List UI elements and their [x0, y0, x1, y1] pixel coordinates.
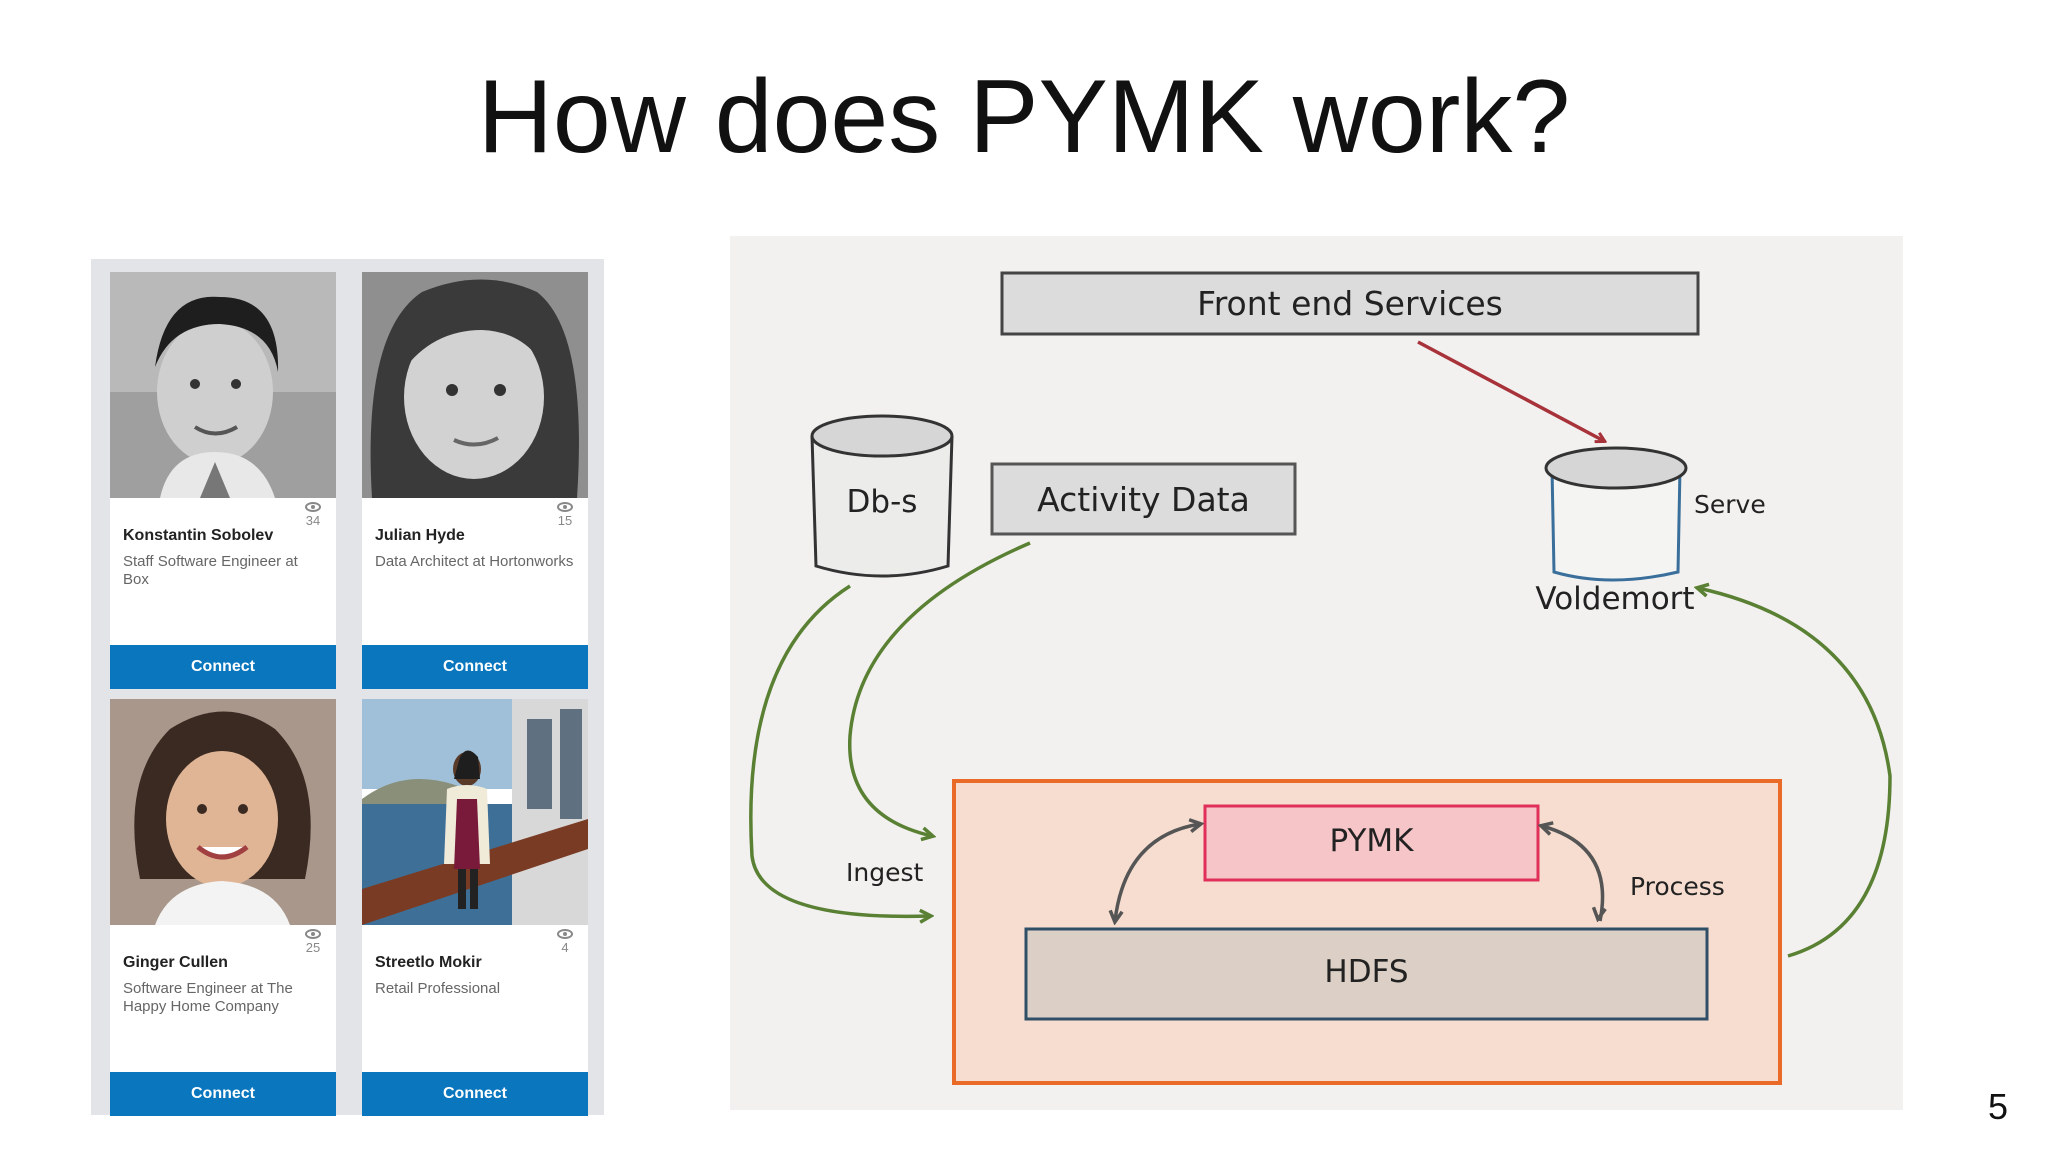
page-number: 5 — [1987, 1086, 2008, 1127]
ingest-label: Ingest — [846, 858, 924, 887]
pymk-cards-panel: 34 Konstantin Sobolev Staff Software Eng… — [91, 259, 604, 1116]
connect-button[interactable]: Connect — [362, 1072, 588, 1116]
connection-count: 25 — [298, 929, 328, 955]
process-label: Process — [1630, 872, 1725, 901]
pymk-label: PYMK — [1329, 823, 1414, 859]
pymk-card: 4 Streetlo Mokir Retail Professional Con… — [362, 699, 588, 1116]
profile-photo[interactable] — [110, 272, 336, 498]
member-name[interactable]: Ginger Cullen — [123, 954, 228, 971]
eye-icon — [557, 929, 573, 939]
activity-ingest-arrow — [848, 541, 1031, 836]
member-headline: Staff Software Engineer at Box — [123, 553, 298, 588]
architecture-diagram: Front end Services Db-s Activity Data Se… — [730, 236, 1903, 1110]
connect-button[interactable]: Connect — [362, 645, 588, 689]
eye-icon — [305, 929, 321, 939]
db-s-cylinder — [810, 414, 954, 578]
member-headline: Software Engineer at The Happy Home Comp… — [123, 980, 293, 1015]
member-name[interactable]: Julian Hyde — [375, 527, 465, 544]
connection-count: 15 — [550, 502, 580, 528]
eye-icon — [557, 502, 573, 512]
voldemort-cylinder — [1544, 446, 1688, 582]
front-end-services-label: Front end Services — [1197, 284, 1503, 323]
serve-request-arrow — [1417, 340, 1604, 441]
profile-photo[interactable] — [110, 699, 336, 925]
member-headline: Retail Professional — [375, 980, 501, 997]
member-name[interactable]: Konstantin Sobolev — [123, 527, 274, 544]
serve-output-arrow — [1698, 588, 1892, 958]
pymk-card: 34 Konstantin Sobolev Staff Software Eng… — [110, 272, 336, 689]
profile-photo[interactable] — [362, 272, 588, 498]
connection-count: 34 — [298, 502, 328, 528]
connect-button[interactable]: Connect — [110, 1072, 336, 1116]
slide-title: How does PYMK work? — [477, 59, 1571, 175]
db-s-label: Db-s — [846, 484, 918, 520]
eye-icon — [305, 502, 321, 512]
front-end-services-box — [1000, 271, 1700, 336]
profile-photo[interactable] — [362, 699, 588, 925]
member-name[interactable]: Streetlo Mokir — [375, 954, 482, 971]
voldemort-label: Voldemort — [1535, 581, 1695, 617]
pymk-to-hdfs-left-arrow — [1115, 822, 1201, 921]
serve-label: Serve — [1694, 490, 1766, 519]
hdfs-to-pymk-right-arrow — [1542, 826, 1605, 922]
hdfs-box — [1024, 927, 1709, 1021]
pymk-card: 15 Julian Hyde Data Architect at Hortonw… — [362, 272, 588, 689]
activity-data-label: Activity Data — [1037, 480, 1250, 519]
hdfs-label: HDFS — [1324, 954, 1409, 990]
pymk-box — [1203, 804, 1540, 882]
member-headline: Data Architect at Hortonworks — [375, 553, 574, 570]
connection-count: 4 — [550, 929, 580, 955]
connect-button[interactable]: Connect — [110, 645, 336, 689]
pymk-card: 25 Ginger Cullen Software Engineer at Th… — [110, 699, 336, 1116]
activity-data-box — [990, 462, 1297, 536]
db-ingest-arrow — [749, 584, 930, 916]
